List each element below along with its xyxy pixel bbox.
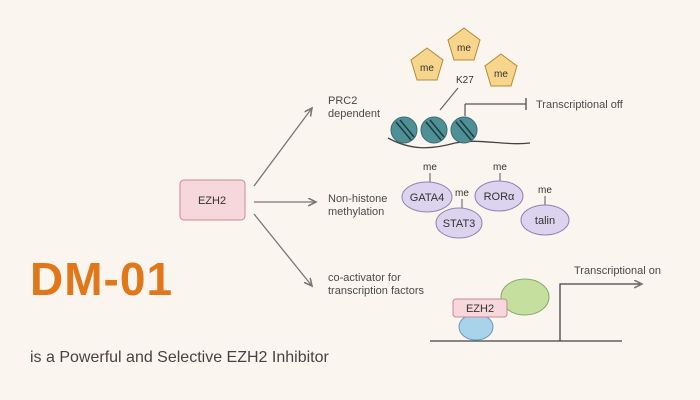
page-title: DM-01 xyxy=(30,253,174,305)
substrate-talin: talin xyxy=(520,204,570,236)
nucleosome-2 xyxy=(420,116,448,144)
transcriptional-on-label: Transcriptional on xyxy=(574,265,661,277)
page-subtitle: is a Powerful and Selective EZH2 Inhibit… xyxy=(30,349,329,366)
me-tag-stat3: me xyxy=(455,188,469,199)
branch-nonhistone-line2: methylation xyxy=(328,206,384,218)
arrow-coactivator xyxy=(253,213,312,286)
cofactor-blob xyxy=(458,313,494,341)
ezh2-node-label: EZH2 xyxy=(198,195,226,207)
ezh2-complex-box: EZH2 xyxy=(452,298,508,318)
substrate-rora: RORα xyxy=(474,180,524,212)
me-tag-gata4: me xyxy=(423,162,437,173)
svg-text:RORα: RORα xyxy=(484,191,515,203)
ezh2-node: EZH2 xyxy=(179,179,246,221)
branch-nonhistone-line1: Non-histone xyxy=(328,193,387,205)
me-pentagon-3: me xyxy=(484,53,518,87)
me-pentagon-1: me xyxy=(410,47,444,81)
me-tag-talin: me xyxy=(538,185,552,196)
transcription-factor-blob xyxy=(500,278,550,316)
svg-text:me: me xyxy=(457,43,471,54)
k27-pointer xyxy=(439,87,459,111)
transcriptional-off-label: Transcriptional off xyxy=(536,99,624,111)
me-tag-rora: me xyxy=(493,162,507,173)
branch-coactivator-line2: transcription factors xyxy=(328,285,424,297)
k27-label: K27 xyxy=(456,75,474,86)
substrate-stat3: STAT3 xyxy=(435,207,483,239)
nucleosome-1 xyxy=(390,116,418,144)
transcription-start-arrow xyxy=(559,284,642,341)
arrow-prc2 xyxy=(253,108,312,187)
svg-text:me: me xyxy=(420,63,434,74)
substrate-gata4: GATA4 xyxy=(401,181,453,213)
svg-text:me: me xyxy=(494,69,508,80)
svg-text:GATA4: GATA4 xyxy=(410,192,444,204)
nucleosome-3 xyxy=(450,116,478,144)
branch-prc2-line1: PRC2 xyxy=(328,95,357,107)
svg-text:talin: talin xyxy=(535,215,555,227)
me-pentagon-2: me xyxy=(447,27,481,61)
branch-coactivator-line1: co-activator for xyxy=(328,272,401,284)
svg-text:STAT3: STAT3 xyxy=(443,218,476,230)
svg-text:EZH2: EZH2 xyxy=(466,303,494,315)
dna-strand xyxy=(387,137,531,149)
branch-prc2-line2: dependent xyxy=(328,108,380,120)
